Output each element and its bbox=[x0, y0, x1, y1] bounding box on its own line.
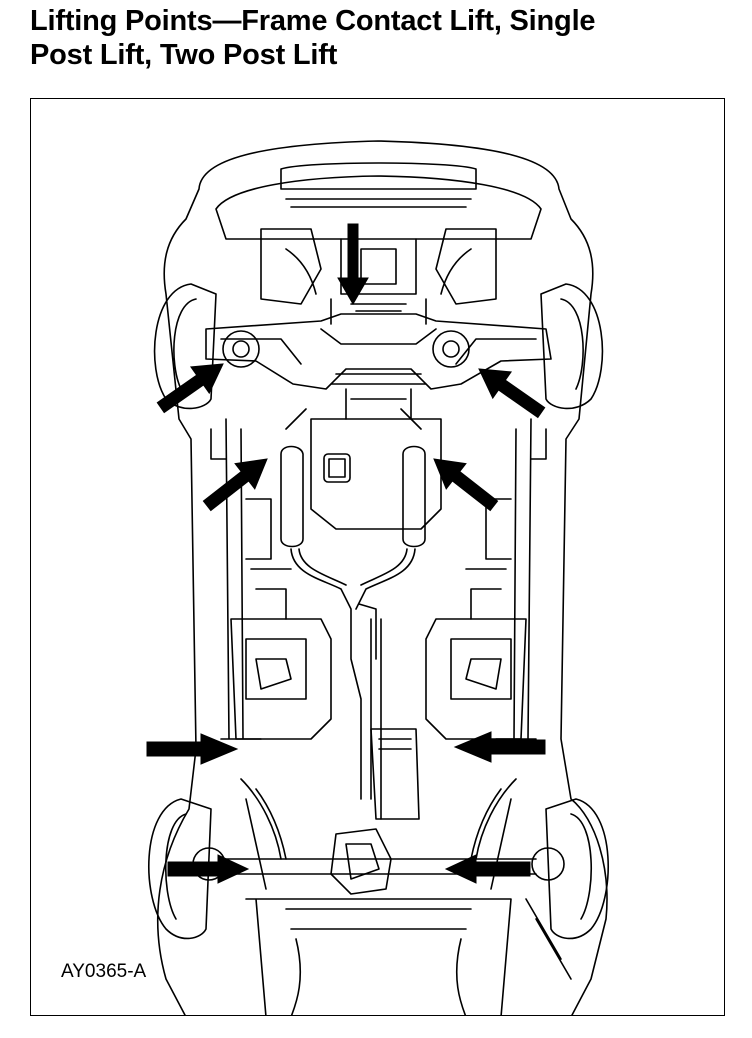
right-catalytic-converter bbox=[402, 445, 426, 548]
fuel-tank bbox=[370, 728, 420, 820]
rear-axle-right-arrow bbox=[444, 854, 531, 884]
left-catalytic-converter bbox=[280, 445, 304, 548]
rear-left-arrow bbox=[146, 733, 239, 765]
rear-right-wheel bbox=[531, 798, 609, 940]
right-frame-rail bbox=[495, 418, 537, 740]
front-left-arrow bbox=[156, 363, 224, 414]
front-crossmember bbox=[205, 313, 552, 390]
title-line-2: Post Lift, Two Post Lift bbox=[30, 39, 338, 71]
rear-right-arrow bbox=[453, 731, 546, 763]
left-floor-pan bbox=[230, 618, 332, 740]
exhaust-pipe bbox=[290, 548, 416, 800]
vehicle-underside-diagram bbox=[146, 140, 609, 1015]
front-bumper bbox=[215, 175, 542, 240]
page-title: Lifting Points—Frame Contact Lift, Singl… bbox=[30, 4, 730, 72]
body-outline bbox=[156, 140, 608, 1015]
figure-frame: AY0365-A bbox=[30, 98, 725, 1016]
mid-left-arrow bbox=[202, 458, 268, 512]
mid-right-arrow bbox=[433, 458, 499, 512]
front-left-wheel bbox=[153, 283, 260, 410]
figure-id-label: AY0365-A bbox=[61, 961, 147, 982]
front-right-arrow bbox=[478, 368, 546, 419]
right-floor-pan bbox=[425, 618, 527, 740]
front-right-wheel bbox=[432, 283, 604, 410]
rear-fascia bbox=[245, 898, 512, 1015]
transmission bbox=[310, 418, 442, 530]
differential bbox=[330, 828, 392, 895]
title-line-1: Lifting Points—Frame Contact Lift, Singl… bbox=[30, 5, 596, 37]
rear-axle-left-arrow bbox=[167, 854, 250, 884]
front-center-arrow bbox=[337, 223, 369, 306]
front-grille bbox=[280, 162, 477, 190]
